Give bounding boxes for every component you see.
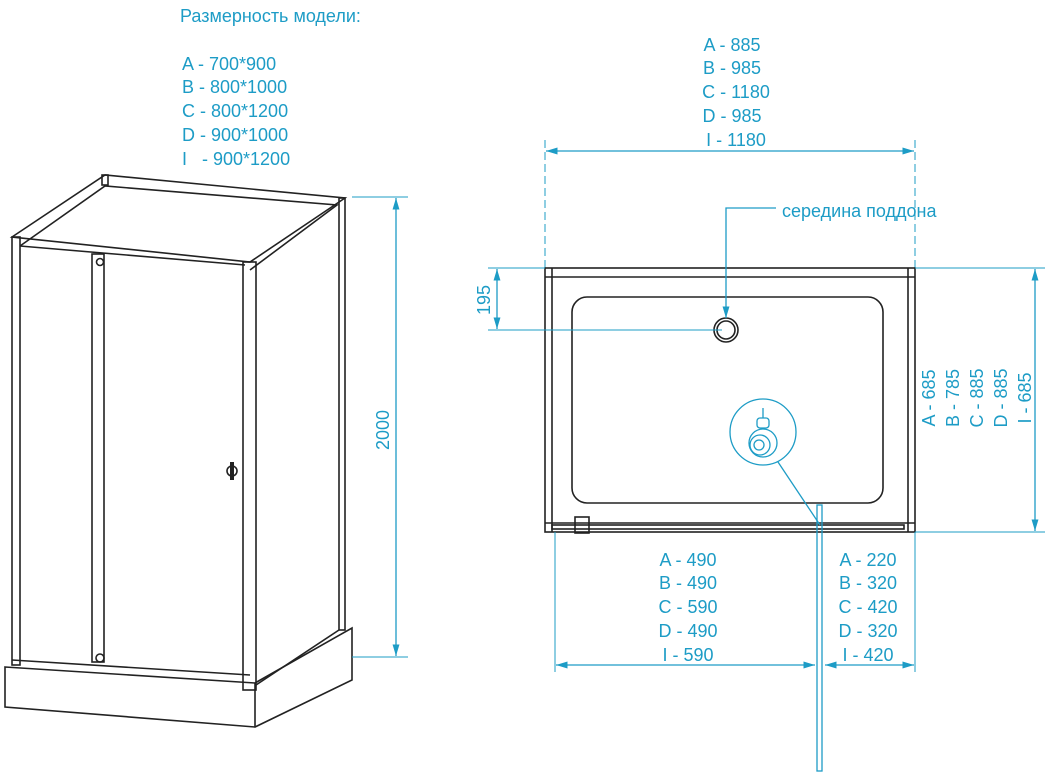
tray-basin [571, 296, 884, 504]
height-dimension: 2000 [352, 196, 408, 658]
model-legend: Размерность модели: A - 700*900 B - 800*… [180, 6, 361, 169]
right-back-post [338, 197, 346, 631]
width-label: C - 1180 [702, 82, 770, 102]
left-offset-label: C - 590 [658, 597, 717, 617]
hinge-icon [95, 653, 105, 663]
right-offset-label: C - 420 [838, 597, 897, 617]
left-offset-label: A - 490 [659, 550, 716, 570]
width-dimension: A - 885 B - 985 C - 1180 D - 985 I - 118… [544, 35, 916, 268]
right-front-post [242, 261, 257, 691]
door-hinge-post [91, 253, 105, 663]
center-callout: середина поддона [722, 201, 937, 318]
tray-plan [544, 267, 916, 772]
door-handle-icon [226, 462, 238, 480]
depth-dimension: A - 685 B - 785 C - 885 D - 885 I - 685 [915, 267, 1045, 533]
depth-label: C - 885 [967, 368, 987, 427]
bottom-dimensions: A - 490 B - 490 C - 590 D - 490 I - 590 … [554, 532, 916, 672]
width-label: D - 985 [702, 106, 761, 126]
legend-model: A - 700*900 [182, 54, 276, 74]
cabin-perspective [4, 174, 353, 728]
legend-title: Размерность модели: [180, 6, 361, 26]
left-post [11, 236, 21, 666]
width-label: B - 985 [703, 58, 761, 78]
siphon-icon [729, 398, 821, 526]
legend-model: C - 800*1200 [182, 101, 288, 121]
door-stop [574, 516, 590, 534]
right-offset-label: I - 420 [842, 645, 893, 665]
drain-offset-dimension: 195 [474, 267, 722, 331]
left-offset-label: B - 490 [659, 573, 717, 593]
legend-model: I - 900*1200 [182, 149, 290, 169]
depth-label: A - 685 [919, 369, 939, 426]
right-offset-label: D - 320 [838, 621, 897, 641]
right-offset-label: B - 320 [839, 573, 897, 593]
width-label: A - 885 [703, 35, 760, 55]
hinge-icon [95, 257, 105, 267]
drain-pipe [816, 504, 823, 772]
right-offset-label: A - 220 [839, 550, 896, 570]
drain-offset-label: 195 [474, 285, 494, 315]
center-label: середина поддона [782, 201, 937, 221]
depth-label: D - 885 [991, 368, 1011, 427]
legend-model: D - 900*1000 [182, 125, 288, 145]
left-offset-label: I - 590 [662, 645, 713, 665]
width-label: I - 1180 [706, 130, 766, 150]
depth-label: B - 785 [943, 369, 963, 427]
shower-tray [4, 626, 353, 728]
legend-model: B - 800*1000 [182, 77, 287, 97]
left-offset-label: D - 490 [658, 621, 717, 641]
height-label: 2000 [373, 410, 393, 450]
depth-label: I - 685 [1015, 372, 1035, 423]
